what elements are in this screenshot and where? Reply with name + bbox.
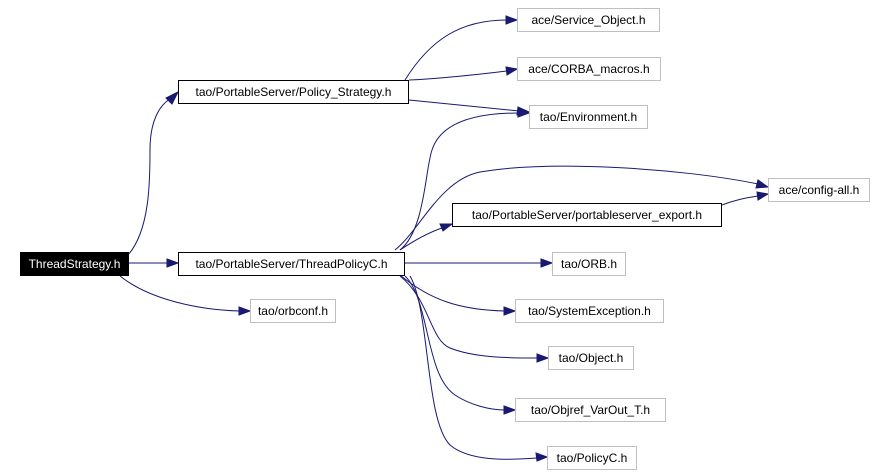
node-threadpolicyc[interactable]: tao/PortableServer/ThreadPolicyC.h: [178, 252, 405, 276]
node-policyc[interactable]: tao/PolicyC.h: [547, 446, 637, 470]
edge-policy-strategy-corba-macros: [408, 66, 519, 81]
node-corba-macros[interactable]: ace/CORBA_macros.h: [517, 57, 661, 81]
node-orb[interactable]: tao/ORB.h: [552, 252, 626, 276]
edge-policy-strategy-service-object: [404, 15, 519, 81]
edge-threadstrategy-orbconf: [119, 275, 252, 316]
edge-threadpolicyc-environment: [399, 108, 531, 251]
edge-threadpolicyc-orb: [405, 258, 554, 268]
edge-threadstrategy-policy-strategy: [127, 90, 180, 256]
edge-threadpolicyc-portableserver-export: [399, 223, 454, 251]
node-service-object[interactable]: ace/Service_Object.h: [517, 8, 660, 32]
node-orbconf[interactable]: tao/orbconf.h: [250, 299, 336, 323]
edge-threadpolicyc-config-all: [394, 165, 770, 251]
node-policy-strategy[interactable]: tao/PortableServer/Policy_Strategy.h: [178, 80, 409, 104]
node-system-exception[interactable]: tao/SystemException.h: [515, 299, 664, 323]
edge-threadpolicyc-objref-varout: [404, 275, 517, 415]
node-objref-varout[interactable]: tao/Objref_VarOut_T.h: [515, 398, 666, 422]
edge-threadpolicyc-policyc: [409, 275, 549, 462]
edge-threadpolicyc-object: [399, 275, 550, 363]
edge-portableserver-export-config-all: [721, 191, 770, 206]
node-environment[interactable]: tao/Environment.h: [529, 105, 648, 129]
node-portableserver-export[interactable]: tao/PortableServer/portableserver_export…: [452, 203, 722, 227]
node-object[interactable]: tao/Object.h: [548, 346, 634, 370]
edge-threadpolicyc-system-exception: [399, 274, 517, 316]
node-config-all[interactable]: ace/config-all.h: [768, 178, 870, 202]
node-threadstrategy[interactable]: ThreadStrategy.h: [20, 252, 129, 276]
edge-threadstrategy-threadpolicyc: [129, 258, 180, 268]
